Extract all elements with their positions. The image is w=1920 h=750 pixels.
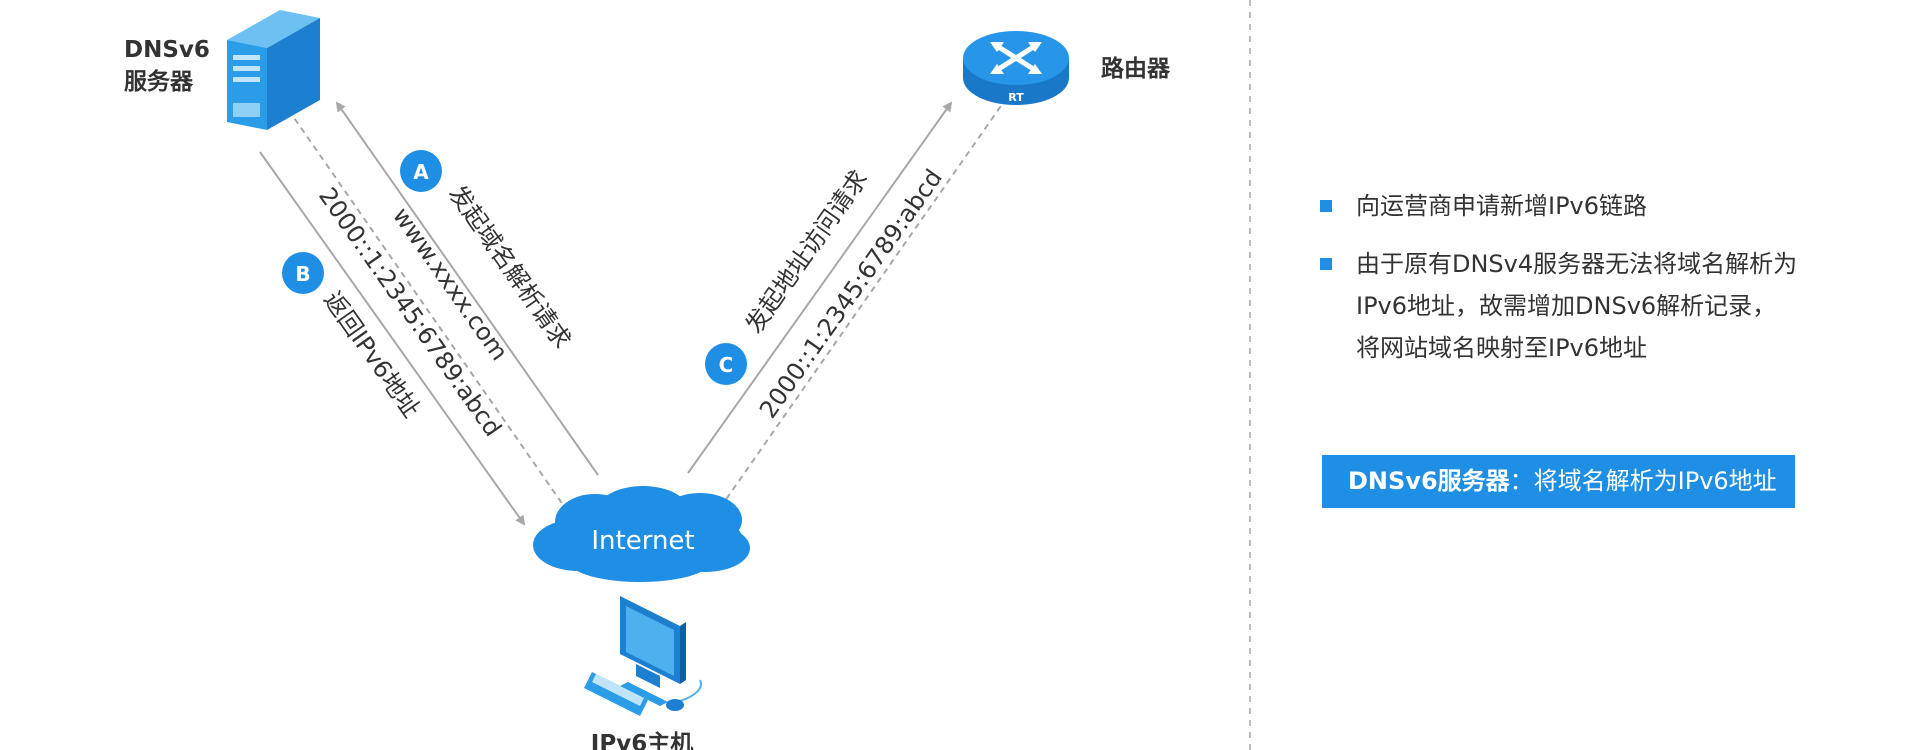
highlight-text: ：将域名解析为IPv6地址 <box>1509 467 1777 495</box>
note-text: 由于原有DNSv4服务器无法将域名解析为IPv6地址，故需增加DNSv6解析记录… <box>1356 250 1798 362</box>
step-b-letter: B <box>295 262 310 286</box>
router-label: 路由器 <box>1101 55 1171 82</box>
response-dashed-c <box>719 102 1004 509</box>
step-a-badge: A <box>400 150 442 192</box>
router-icon: RT <box>963 31 1069 105</box>
request-arrow-a <box>335 101 599 476</box>
dns-server-label-line1: DNSv6 <box>124 37 210 63</box>
step-a-text: 发起域名解析请求 <box>443 180 576 353</box>
cloud-icon <box>533 486 750 582</box>
bullet-square-icon <box>1320 258 1332 270</box>
internet-label: Internet <box>591 526 694 556</box>
step-c-letter: C <box>719 353 734 377</box>
bullet-square-icon <box>1320 200 1332 212</box>
highlight-box: DNSv6服务器：将域名解析为IPv6地址 <box>1322 455 1795 508</box>
note-item: 向运营商申请新增IPv6链路 <box>1320 185 1800 227</box>
host-label: IPv6主机 <box>591 731 693 750</box>
note-item: 由于原有DNSv4服务器无法将域名解析为IPv6地址，故需增加DNSv6解析记录… <box>1320 243 1800 369</box>
dns-server-label-line2: 服务器 <box>124 69 194 95</box>
desktop-computer-icon <box>584 596 702 716</box>
note-text: 向运营商申请新增IPv6链路 <box>1356 192 1648 220</box>
notes-panel: 向运营商申请新增IPv6链路 由于原有DNSv4服务器无法将域名解析为IPv6地… <box>1320 185 1800 385</box>
step-a-letter: A <box>413 160 429 184</box>
request-arrow-c <box>687 101 953 474</box>
router-badge-text: RT <box>1008 91 1024 104</box>
highlight-title: DNSv6服务器 <box>1348 467 1510 495</box>
response-dashed-a <box>289 111 569 513</box>
step-b-badge: B <box>282 252 324 294</box>
server-icon <box>227 10 320 130</box>
step-c-badge: C <box>705 343 747 385</box>
response-arrow-b <box>259 151 526 526</box>
